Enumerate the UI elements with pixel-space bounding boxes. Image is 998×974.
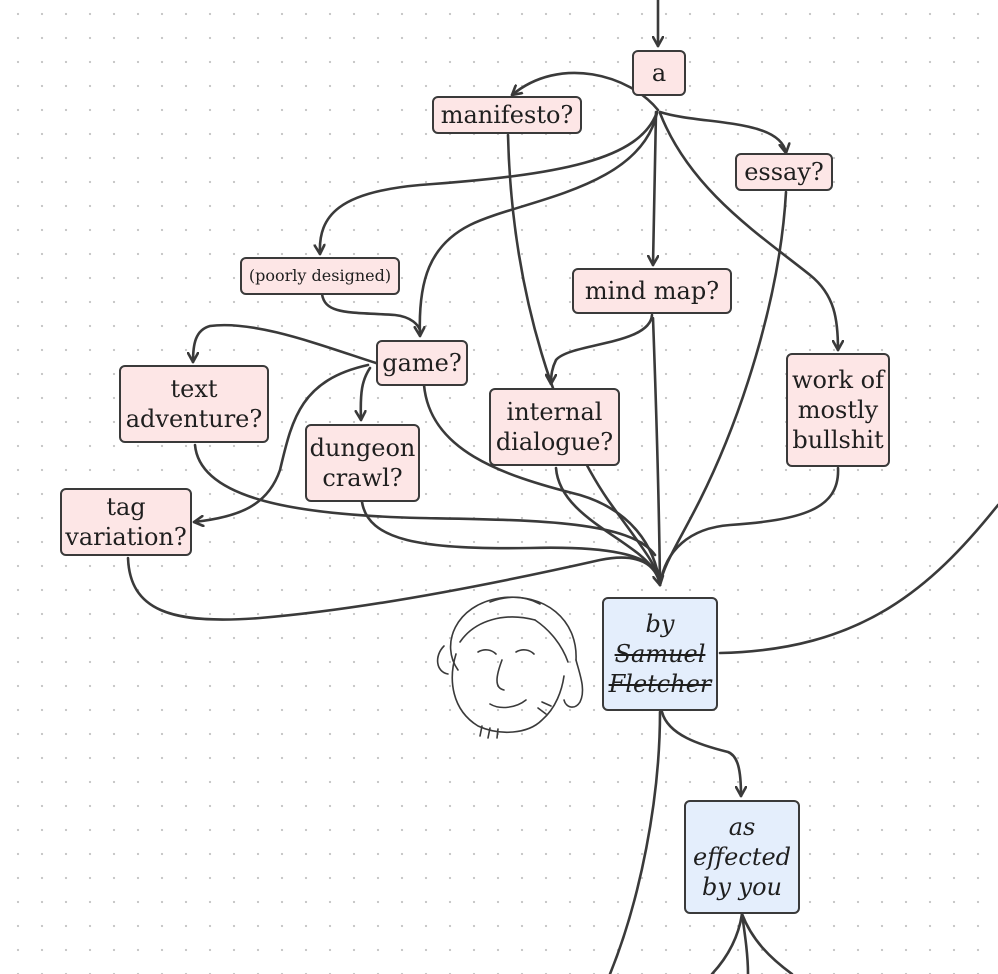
edge-a-essay <box>658 110 786 155</box>
edge-mindmap-by <box>651 316 662 587</box>
node-text-adventure[interactable]: text adventure? <box>119 365 269 443</box>
edge-poorly-game <box>320 292 422 332</box>
node-a[interactable]: a <box>632 50 686 96</box>
node-poorly-designed[interactable]: (poorly designed) <box>240 257 400 295</box>
edge-manifesto-by <box>506 133 662 587</box>
edge-dungeon-by <box>360 500 660 577</box>
edge-game-dungeon <box>361 366 372 422</box>
edge-by-right-offscreen <box>718 503 998 655</box>
edge-essay-by <box>658 190 788 587</box>
edge-mindmap-internal <box>551 313 654 386</box>
edge-by-down-offscreen <box>608 710 662 974</box>
edge-work-by <box>658 466 840 587</box>
node-game[interactable]: game? <box>376 340 468 386</box>
node-dungeon-crawl[interactable]: dungeon crawl? <box>305 424 420 502</box>
edge-game-text-adventure <box>193 323 378 365</box>
node-as-effected-by-you[interactable]: as effected by you <box>684 800 800 914</box>
node-essay[interactable]: essay? <box>735 153 833 191</box>
node-work-of-mostly-bullshit[interactable]: work of mostly bullshit <box>786 353 890 467</box>
samuel-label: Samuel <box>614 640 706 668</box>
node-by-samuel-fletcher[interactable]: by Samuel Fletcher <box>602 597 718 711</box>
node-mind-map[interactable]: mind map? <box>572 268 732 314</box>
edge-a-mindmap <box>653 110 656 267</box>
by-label: by <box>645 610 675 638</box>
hand-drawn-face-sketch-icon <box>436 596 584 739</box>
node-tag-variation[interactable]: tag variation? <box>60 488 192 556</box>
node-manifesto[interactable]: manifesto? <box>432 96 582 134</box>
edge-as-down-3 <box>740 912 794 974</box>
fletcher-label: Fletcher <box>608 670 712 698</box>
edge-by-as-effected <box>660 710 741 798</box>
edge-as-down-1 <box>710 912 744 974</box>
edge-as-down-2 <box>740 912 750 974</box>
edge-a-work <box>658 111 838 352</box>
edge-internal-by <box>554 466 659 577</box>
node-internal-dialogue[interactable]: internal dialogue? <box>489 388 620 466</box>
